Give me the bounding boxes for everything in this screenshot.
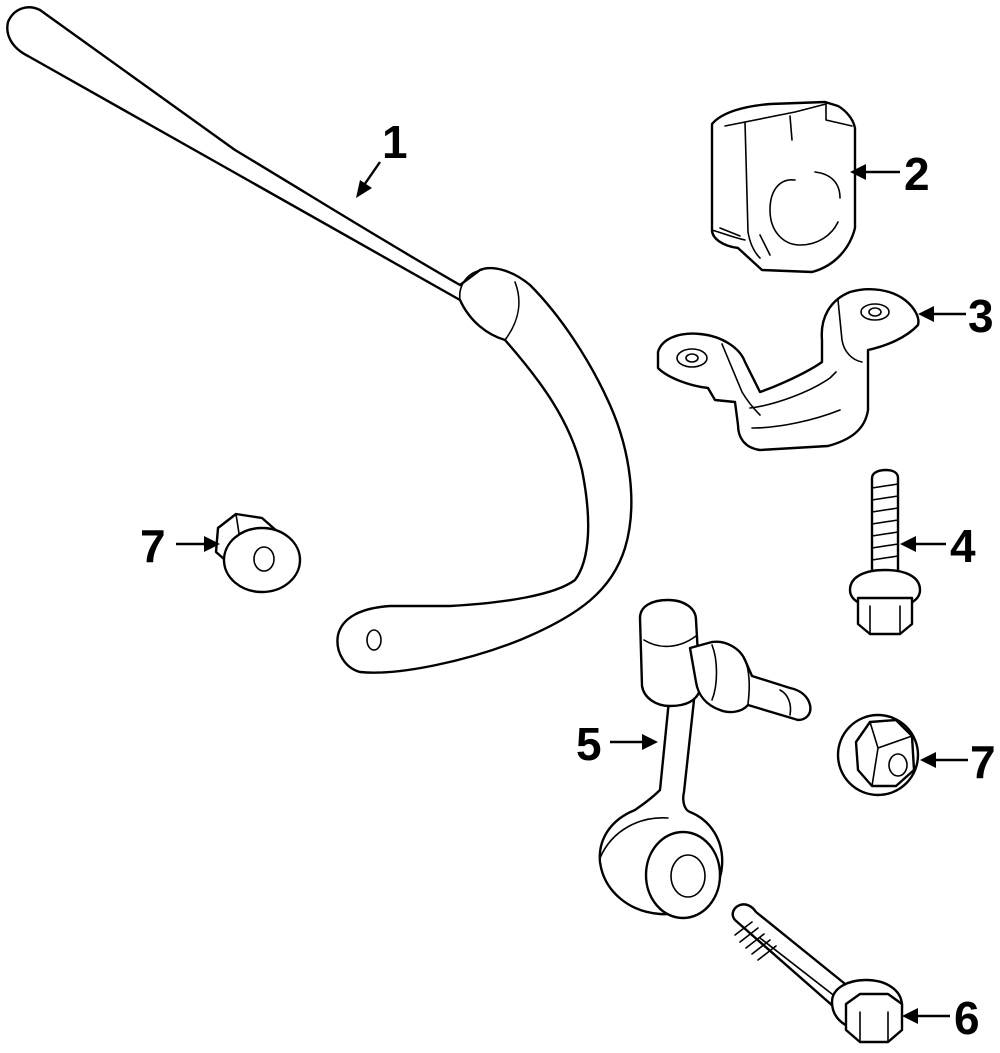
callout-label-2: 2	[904, 148, 930, 200]
bushing	[710, 100, 857, 274]
callout-2: 2	[850, 148, 930, 200]
bushing-bracket	[656, 288, 920, 452]
callout-6: 6	[902, 992, 980, 1044]
callout-7-left: 7	[140, 520, 220, 572]
callout-5: 5	[576, 718, 658, 770]
callout-label-1: 1	[382, 116, 408, 168]
callout-label-6: 6	[954, 992, 980, 1044]
callout-1: 1	[356, 116, 408, 198]
callout-label-7-left: 7	[140, 520, 166, 572]
callout-label-4: 4	[950, 520, 976, 572]
nut-left	[214, 512, 302, 594]
nut-right	[836, 713, 920, 797]
bracket-bolt	[848, 468, 922, 636]
stabilizer-bar	[6, 6, 633, 674]
callout-label-3: 3	[968, 290, 994, 342]
callout-label-7-right: 7	[970, 736, 996, 788]
link-bolt	[731, 903, 904, 1044]
callout-3: 3	[918, 290, 994, 342]
callout-label-5: 5	[576, 718, 602, 770]
callout-4: 4	[900, 520, 976, 572]
stabilizer-link	[598, 598, 812, 920]
callout-7-right: 7	[920, 736, 996, 788]
